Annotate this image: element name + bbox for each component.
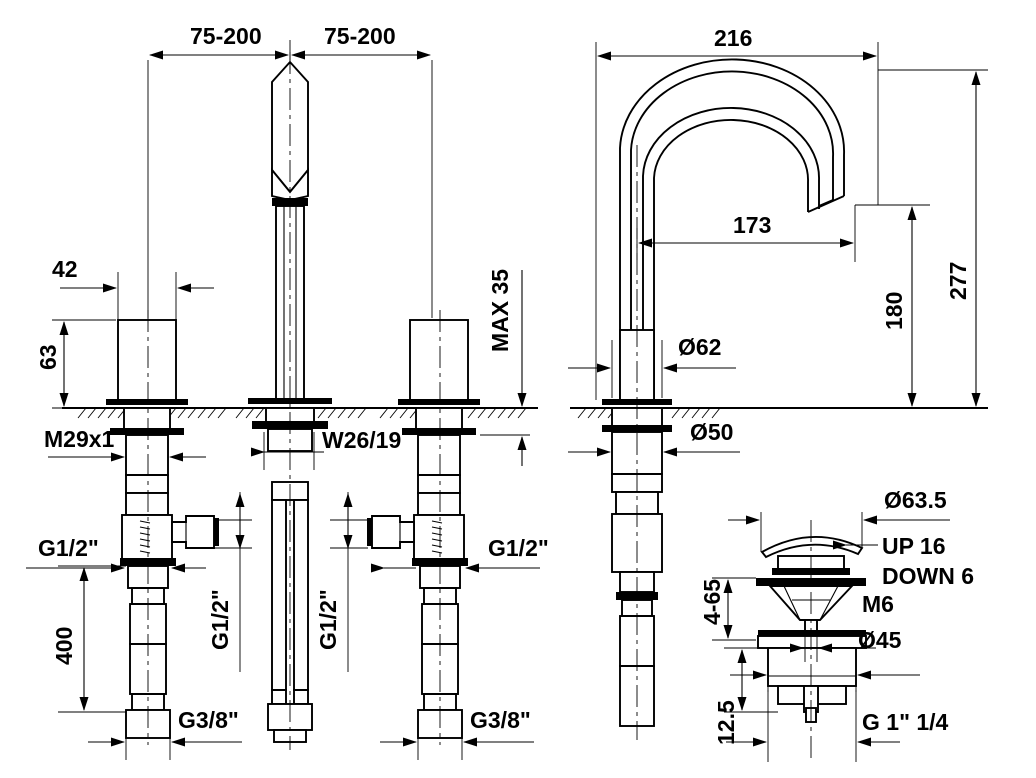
spout-base-side bbox=[602, 145, 672, 740]
dim-spout-outlet-height: 180 bbox=[881, 292, 907, 330]
label-waste-down: DOWN 6 bbox=[882, 563, 974, 589]
dim-outlet-thread-right: G1/2" bbox=[315, 589, 341, 650]
dim-spout-shank-thread: W26/19 bbox=[322, 427, 401, 453]
right-handle-assembly bbox=[367, 310, 480, 745]
side-view-dimensions: 216 173 277 180 Ø62 Ø50 bbox=[568, 25, 988, 462]
dim-waste-flange-dia: Ø45 bbox=[858, 627, 902, 653]
dim-outlet-thread-left: G1/2" bbox=[207, 589, 233, 650]
dim-waste-tail-thread: G 1" 1/4 bbox=[862, 709, 949, 735]
dim-waste-basin-thickness: 4-65 bbox=[699, 579, 725, 625]
dim-handle-diameter: 42 bbox=[52, 256, 78, 282]
front-elevation-view: 75-200 75-200 42 63 MAX 35 bbox=[26, 23, 549, 760]
dim-handle-height: 63 bbox=[35, 344, 61, 370]
dim-waste-tail-length: 12.5 bbox=[713, 700, 739, 745]
pop-up-waste-view: Ø63.5 UP 16 DOWN 6 M6 Ø45 4-65 bbox=[699, 487, 974, 762]
side-elevation-view: 216 173 277 180 Ø62 Ø50 bbox=[568, 25, 988, 740]
dim-inlet-thread-left: G1/2" bbox=[38, 535, 99, 561]
dim-spout-projection: 173 bbox=[733, 212, 771, 238]
dim-spout-height: 277 bbox=[945, 262, 971, 300]
dim-deck-max: MAX 35 bbox=[487, 269, 513, 352]
dim-shank-thread-left: M29x1 bbox=[44, 426, 115, 452]
front-view-dimensions: 75-200 75-200 42 63 MAX 35 bbox=[26, 23, 549, 760]
center-spout-tower bbox=[248, 52, 332, 750]
dim-spout-dia-lower: Ø50 bbox=[690, 419, 733, 445]
dim-spout-reach: 216 bbox=[714, 25, 752, 51]
dim-waste-cap-dia: Ø63.5 bbox=[884, 487, 947, 513]
dim-spread-right: 75-200 bbox=[324, 23, 396, 49]
waste-dimensions: Ø63.5 UP 16 DOWN 6 M6 Ø45 4-65 bbox=[699, 487, 974, 762]
dim-hose-length: 400 bbox=[51, 627, 77, 665]
label-waste-up: UP 16 bbox=[882, 533, 946, 559]
dim-hose-thread-right: G3/8" bbox=[470, 707, 531, 733]
left-handle-assembly bbox=[106, 310, 219, 745]
dim-spread-left: 75-200 bbox=[190, 23, 262, 49]
dim-waste-stem-thread: M6 bbox=[862, 591, 894, 617]
dim-hose-thread-left: G3/8" bbox=[178, 707, 239, 733]
dim-spout-dia-upper: Ø62 bbox=[678, 334, 721, 360]
dim-inlet-thread-right: G1/2" bbox=[488, 535, 549, 561]
